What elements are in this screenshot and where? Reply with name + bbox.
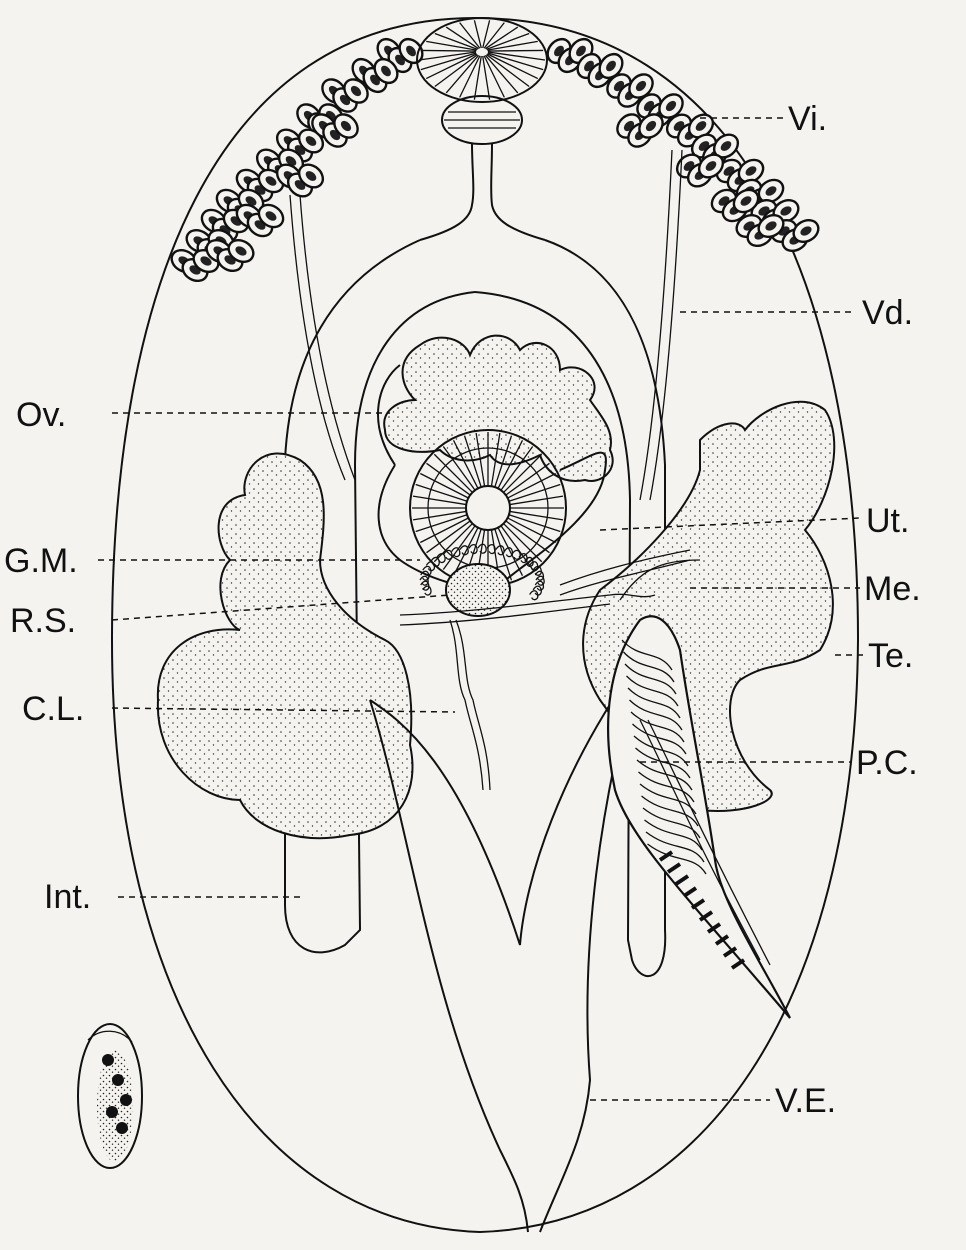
vitellaria-left (168, 35, 427, 286)
label-me: Me. (864, 570, 921, 608)
ovary (384, 336, 612, 481)
label-ut: Ut. (866, 502, 909, 540)
label-rs: R.S. (10, 602, 76, 640)
label-pc: P.C. (856, 744, 918, 782)
vas-deferens-left (290, 195, 355, 480)
esophagus (420, 144, 545, 240)
label-vi: Vi. (788, 100, 827, 138)
egg (78, 1024, 142, 1168)
oral-sucker (417, 18, 547, 102)
pharynx (442, 96, 522, 144)
laurer-canal (450, 620, 490, 790)
label-ov: Ov. (16, 396, 66, 434)
vitellaria-right (543, 35, 822, 256)
label-te: Te. (868, 637, 913, 675)
label-cl: C.L. (22, 690, 84, 728)
label-gm: G.M. (4, 542, 78, 580)
testis-left (158, 453, 413, 838)
label-ve: V.E. (775, 1082, 836, 1120)
label-vd: Vd. (862, 294, 913, 332)
vas-deferens-right (640, 150, 682, 500)
receptaculum-seminis (446, 564, 510, 616)
label-int: Int. (44, 878, 91, 916)
